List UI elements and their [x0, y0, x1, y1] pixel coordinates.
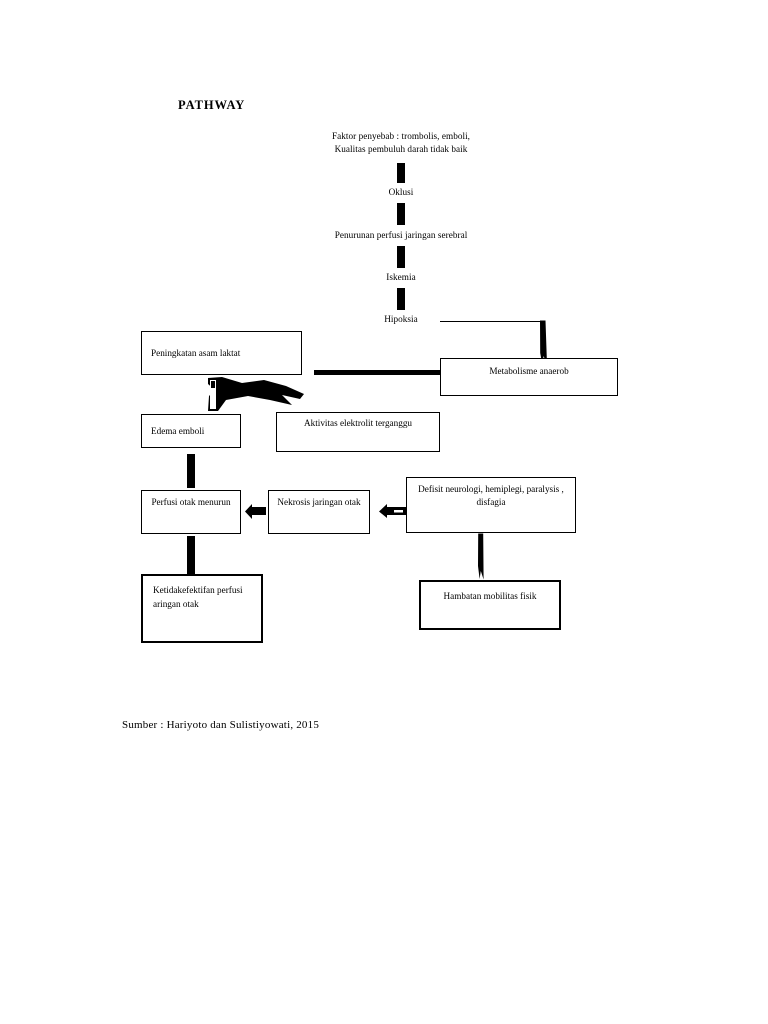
node-nekrosis-jaringan-otak: Nekrosis jaringan otak	[268, 490, 370, 534]
page-title: PATHWAY	[178, 98, 246, 112]
node-penurunan-perfusi: Penurunan perfusi jaringan serebral	[334, 230, 468, 240]
arrow-defisit-to-nekrosis	[379, 504, 407, 520]
arrow-nekrosis-to-perfusi	[245, 504, 267, 520]
node-ketidakefektifan-perfusi-aringan-otak: Ketidakefektifan perfusi aringan otak	[141, 574, 263, 643]
node-faktor-penyebab: Faktor penyebab : trombolis, emboli, Kua…	[331, 131, 471, 154]
connector-iskemia-to-hipoksia	[397, 288, 405, 310]
connector-edema-to-perfusi	[187, 454, 195, 488]
connector-perfusi-to-ketidakefektifan	[187, 536, 195, 574]
node-edema-emboli: Edema emboli	[141, 414, 241, 448]
connector-metabolisme-to-laktat	[314, 370, 440, 375]
connector-hipoksia-down-arrow	[534, 320, 554, 366]
connector-hipoksia-horizontal	[440, 321, 543, 322]
node-defisit-neurologi: Defisit neurologi, hemiplegi, paralysis …	[406, 477, 576, 533]
node-hipoksia: Hipoksia	[384, 314, 418, 324]
connector-faktor-to-oklusi	[397, 163, 405, 183]
connector-penurunan-to-iskemia	[397, 246, 405, 268]
source-caption: Sumber : Hariyoto dan Sulistiyowati, 201…	[122, 719, 320, 731]
node-aktivitas-elektrolit: Aktivitas elektrolit terganggu	[276, 412, 440, 452]
node-metabolisme-anaerob: Metabolisme anaerob	[440, 358, 618, 396]
node-iskemia: Iskemia	[386, 272, 416, 282]
connector-oklusi-to-penurunan	[397, 203, 405, 225]
node-perfusi-otak-menurun: Perfusi otak menurun	[141, 490, 241, 534]
node-hambatan-mobilitas-fisik: Hambatan mobilitas fisik	[419, 580, 561, 630]
connector-defisit-to-hambatan-arrow	[474, 533, 488, 581]
node-peningkatan-asam-laktat: Peningkatan asam laktat	[141, 331, 302, 375]
node-oklusi: Oklusi	[388, 187, 414, 197]
connector-laktat-branch-blob	[196, 376, 308, 418]
